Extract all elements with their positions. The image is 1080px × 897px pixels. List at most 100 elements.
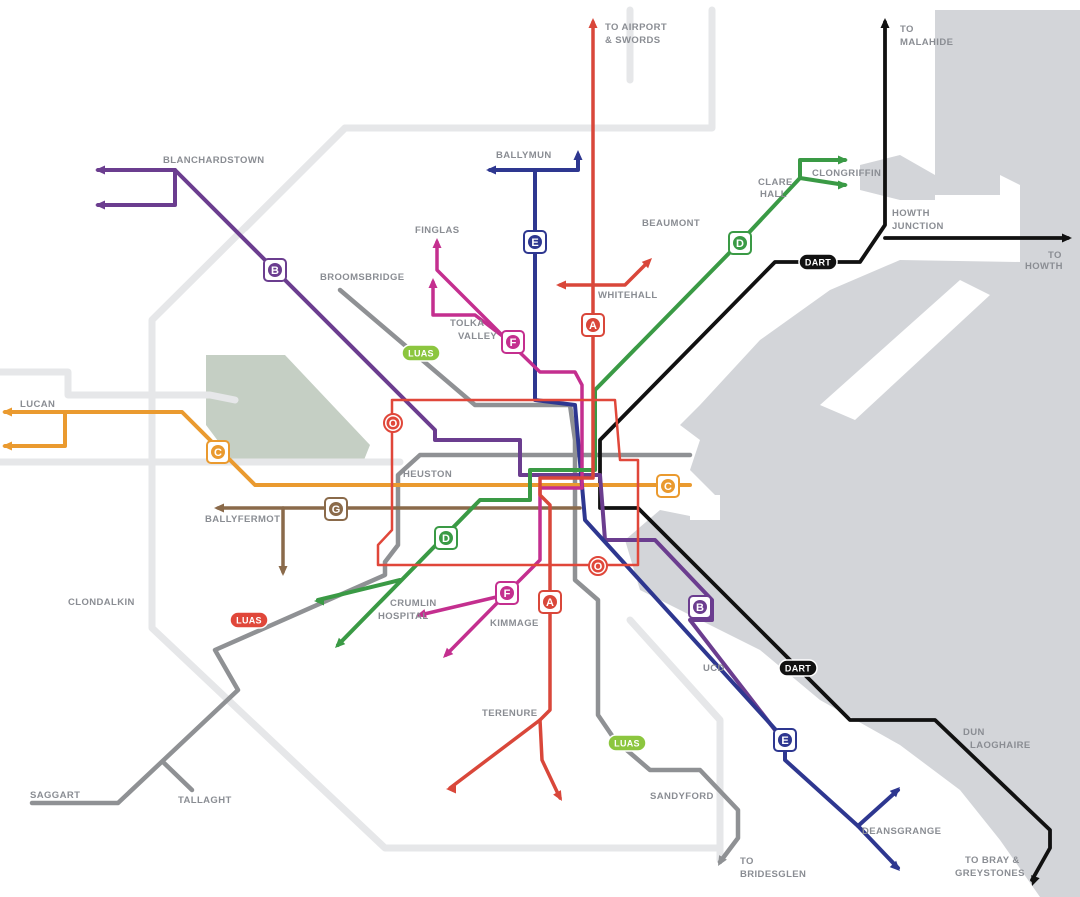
arrow-b-west-2 (95, 200, 105, 210)
arrow-finglas (432, 238, 442, 248)
badge-e-south[interactable]: E (773, 728, 797, 752)
line-a-branch (538, 718, 562, 800)
label-to-bray: TO BRAY & (965, 855, 1020, 866)
badge-c-east-text: C (664, 481, 672, 493)
badge-f-north-text: F (510, 337, 517, 349)
badge-b-south-text: B (696, 602, 704, 614)
line-c-branch (3, 410, 67, 448)
arrow-malahide (880, 18, 890, 28)
land-strip-0 (820, 280, 990, 420)
badge-o-north[interactable]: O (383, 413, 403, 433)
badge-f-south-text: F (504, 588, 511, 600)
arrow-e-east (889, 787, 900, 798)
luas-red-line (29, 452, 693, 806)
badge-c-west[interactable]: C (206, 440, 230, 464)
badge-d-south[interactable]: D (434, 526, 458, 550)
sea-0 (625, 10, 1080, 897)
badge-b-south[interactable]: B (688, 595, 712, 619)
label-sandyford: SANDYFORD (650, 791, 714, 802)
arrow-ballyfermot (214, 503, 224, 513)
label-howth: HOWTH (892, 208, 930, 219)
line-f[interactable] (435, 240, 584, 657)
label-tolka: TOLKA (450, 318, 485, 329)
luas-pill-green-north-text: LUAS (408, 349, 434, 359)
badge-a-north[interactable]: A (581, 313, 605, 337)
label-to-bridesglen: TO (740, 856, 754, 867)
label-whitehall: WHITEHALL (598, 290, 658, 301)
label-kimmage: KIMMAGE (490, 618, 539, 629)
line-d-branch (798, 176, 847, 187)
line-b[interactable] (96, 168, 777, 732)
badge-a-south[interactable]: A (538, 590, 562, 614)
line-f-branch (431, 280, 507, 340)
label-finglas: FINGLAS (415, 225, 460, 236)
label-swords: & SWORDS (605, 35, 660, 46)
sea-1 (860, 155, 935, 200)
line-e-branch (856, 788, 900, 828)
line-b-branch (96, 168, 177, 207)
badge-o-south-text: O (594, 561, 603, 573)
badge-e-north-text: E (531, 237, 538, 249)
line-d-branch-2 (316, 578, 402, 602)
luas-pill-red-text: LUAS (236, 616, 262, 626)
arrow-g-south (278, 566, 288, 576)
label-malahide: MALAHIDE (900, 37, 953, 48)
badge-e-north[interactable]: E (523, 230, 547, 254)
arrow-ballymun-north (573, 150, 583, 160)
label-valley: VALLEY (458, 331, 497, 342)
arrow-d-crumlin (314, 596, 324, 606)
dart-pill-south[interactable]: DART (778, 659, 818, 677)
label-clongriffin: CLONGRIFFIN (812, 168, 881, 179)
label-howth-2: HOWTH (1025, 261, 1063, 272)
label-bridesglen: BRIDESGLEN (740, 869, 806, 880)
outer-ring-road (148, 6, 724, 852)
badge-c-east[interactable]: C (656, 474, 680, 498)
label-crumlin: CRUMLIN (390, 598, 437, 609)
arrow-whitehall-w (556, 280, 566, 290)
label-to-howth: TO (1048, 250, 1062, 261)
arrow-ballymun-west (486, 165, 496, 175)
label-terenure: TERENURE (482, 708, 537, 719)
line-a[interactable] (448, 20, 595, 790)
arrow-b-west-1 (95, 165, 105, 175)
label-dun: DUN (963, 727, 985, 738)
label-heuston: HEUSTON (403, 469, 452, 480)
arrow-f-kimmage (416, 609, 427, 618)
label-junction: JUNCTION (892, 221, 944, 232)
badge-o-south[interactable]: O (588, 556, 608, 576)
arrow-lucan-2 (2, 441, 12, 451)
arrow-lucan-1 (2, 407, 12, 417)
south-road (626, 616, 724, 864)
badge-d-north[interactable]: D (728, 231, 752, 255)
badge-c-west-text: C (214, 447, 222, 459)
luas-pill-green-south[interactable]: LUAS (607, 734, 647, 752)
badge-b-north-text: B (271, 265, 279, 277)
badge-d-south-text: D (442, 533, 450, 545)
badge-g[interactable]: G (324, 497, 348, 521)
label-tallaght: TALLAGHT (178, 795, 232, 806)
line-d[interactable] (336, 158, 847, 647)
dart-pill-north[interactable]: DART (798, 253, 838, 271)
arrow-tolka (428, 278, 438, 288)
luas-pill-red[interactable]: LUAS (229, 611, 269, 629)
label-blanchardstown: BLANCHARDSTOWN (163, 155, 264, 166)
arrow-clongriffin-1 (838, 155, 848, 165)
dart-pill-north-text: DART (805, 258, 831, 268)
m50-road (241, 124, 349, 232)
badge-d-north-text: D (736, 238, 744, 250)
line-o-orbital[interactable] (376, 398, 640, 567)
arrow-whitehall-ne (641, 258, 652, 269)
arrow-a-south (553, 790, 562, 801)
badge-g-text: G (332, 504, 341, 516)
luas-pill-green-north[interactable]: LUAS (401, 344, 441, 362)
dart-line[interactable] (598, 20, 1052, 882)
badge-a-north-text: A (589, 320, 597, 332)
badge-b-north[interactable]: B (263, 258, 287, 282)
badge-f-south[interactable]: F (495, 581, 519, 605)
badge-f-north[interactable]: F (501, 330, 525, 354)
label-ucd: UCD (703, 663, 725, 674)
phoenix-park (206, 355, 370, 465)
luas-pill-green-south-text: LUAS (614, 739, 640, 749)
label-greystones: GREYSTONES (955, 868, 1025, 879)
